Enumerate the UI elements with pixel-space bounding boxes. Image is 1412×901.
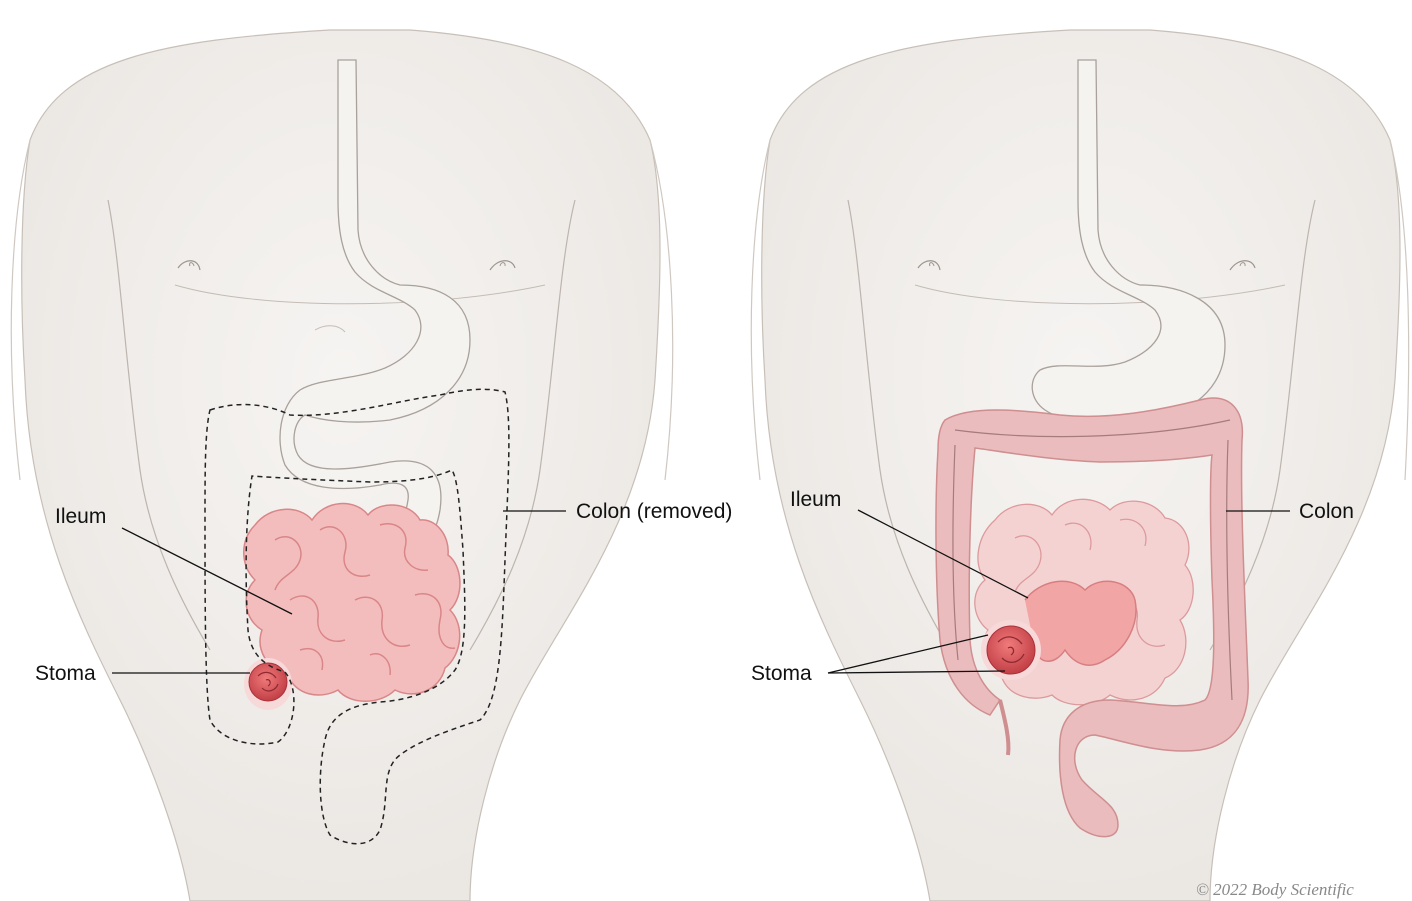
left-stoma: [244, 658, 292, 710]
right-torso: [751, 30, 1408, 901]
left-torso: [11, 30, 672, 901]
right-stoma-label: Stoma: [751, 663, 812, 684]
right-ileum-label: Ileum: [790, 489, 841, 510]
right-colon-label: Colon: [1299, 501, 1354, 522]
left-stoma-label: Stoma: [35, 663, 96, 684]
left-colon-label: Colon (removed): [576, 501, 732, 522]
copyright-text: © 2022 Body Scientific: [1196, 880, 1354, 900]
left-ileum-label: Ileum: [55, 506, 106, 527]
